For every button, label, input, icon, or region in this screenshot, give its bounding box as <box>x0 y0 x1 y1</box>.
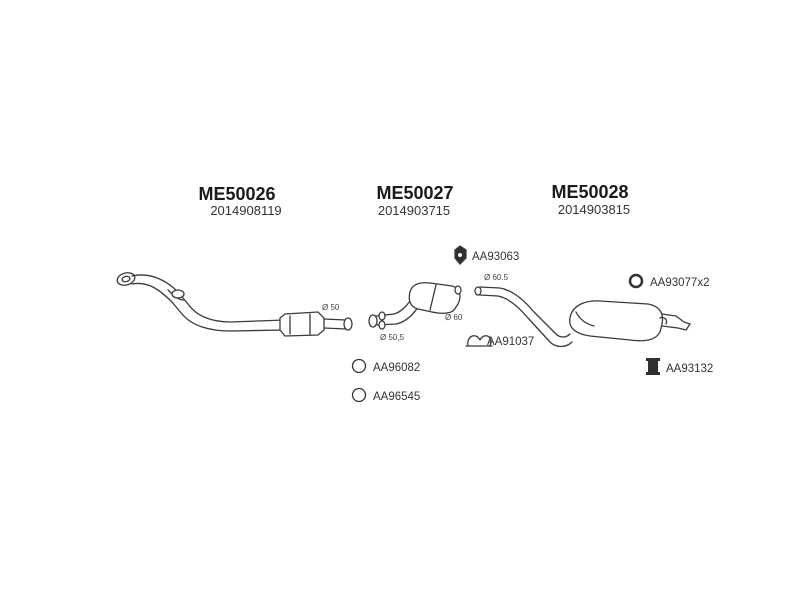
diameter-label-60: Ø 60 <box>445 313 463 322</box>
middle-silencer-icon <box>408 282 461 314</box>
rubber-ring-icon <box>628 273 644 289</box>
part-aa91037: AA91037 <box>465 335 534 348</box>
part-code-aa91037: AA91037 <box>487 336 534 348</box>
part-code-aa96545: AA96545 <box>373 391 420 403</box>
diameter-label-50-5: Ø 50,5 <box>380 333 405 342</box>
part-aa93132: AA93132 <box>646 358 713 375</box>
u-clamp-icon <box>467 335 492 347</box>
mounting-icon <box>648 360 658 374</box>
diameter-label-50: Ø 50 <box>322 303 340 312</box>
part-aa93077: AA93077x2 <box>628 273 709 289</box>
assembly-code-2: ME50027 <box>376 183 453 203</box>
rear-silencer-icon <box>569 300 664 342</box>
part-code-aa93063: AA93063 <box>472 251 519 263</box>
catalytic-converter-icon <box>279 311 325 337</box>
assembly-ref-1: 2014908119 <box>210 203 281 218</box>
front-pipe-catalyst <box>116 272 353 337</box>
gasket-ring-icon <box>351 358 367 374</box>
diameter-label-60-5: Ø 60.5 <box>484 273 509 282</box>
assembly-ref-3: 2014903815 <box>558 202 630 217</box>
assembly-code-3: ME50028 <box>551 182 628 202</box>
part-aa93063: AA93063 <box>454 245 519 265</box>
part-aa96082: AA96082 <box>351 358 420 374</box>
rear-silencer-pipe <box>474 286 691 348</box>
part-code-aa96082: AA96082 <box>373 362 420 374</box>
center-silencer-pipe <box>368 282 462 330</box>
part-code-aa93132: AA93132 <box>666 363 713 375</box>
part-aa96545: AA96545 <box>351 387 420 403</box>
assembly-ref-2: 2014903715 <box>378 203 450 218</box>
assembly-code-1: ME50026 <box>198 184 275 204</box>
gasket-ring-icon <box>351 387 367 403</box>
part-code-aa93077: AA93077x2 <box>650 277 709 289</box>
